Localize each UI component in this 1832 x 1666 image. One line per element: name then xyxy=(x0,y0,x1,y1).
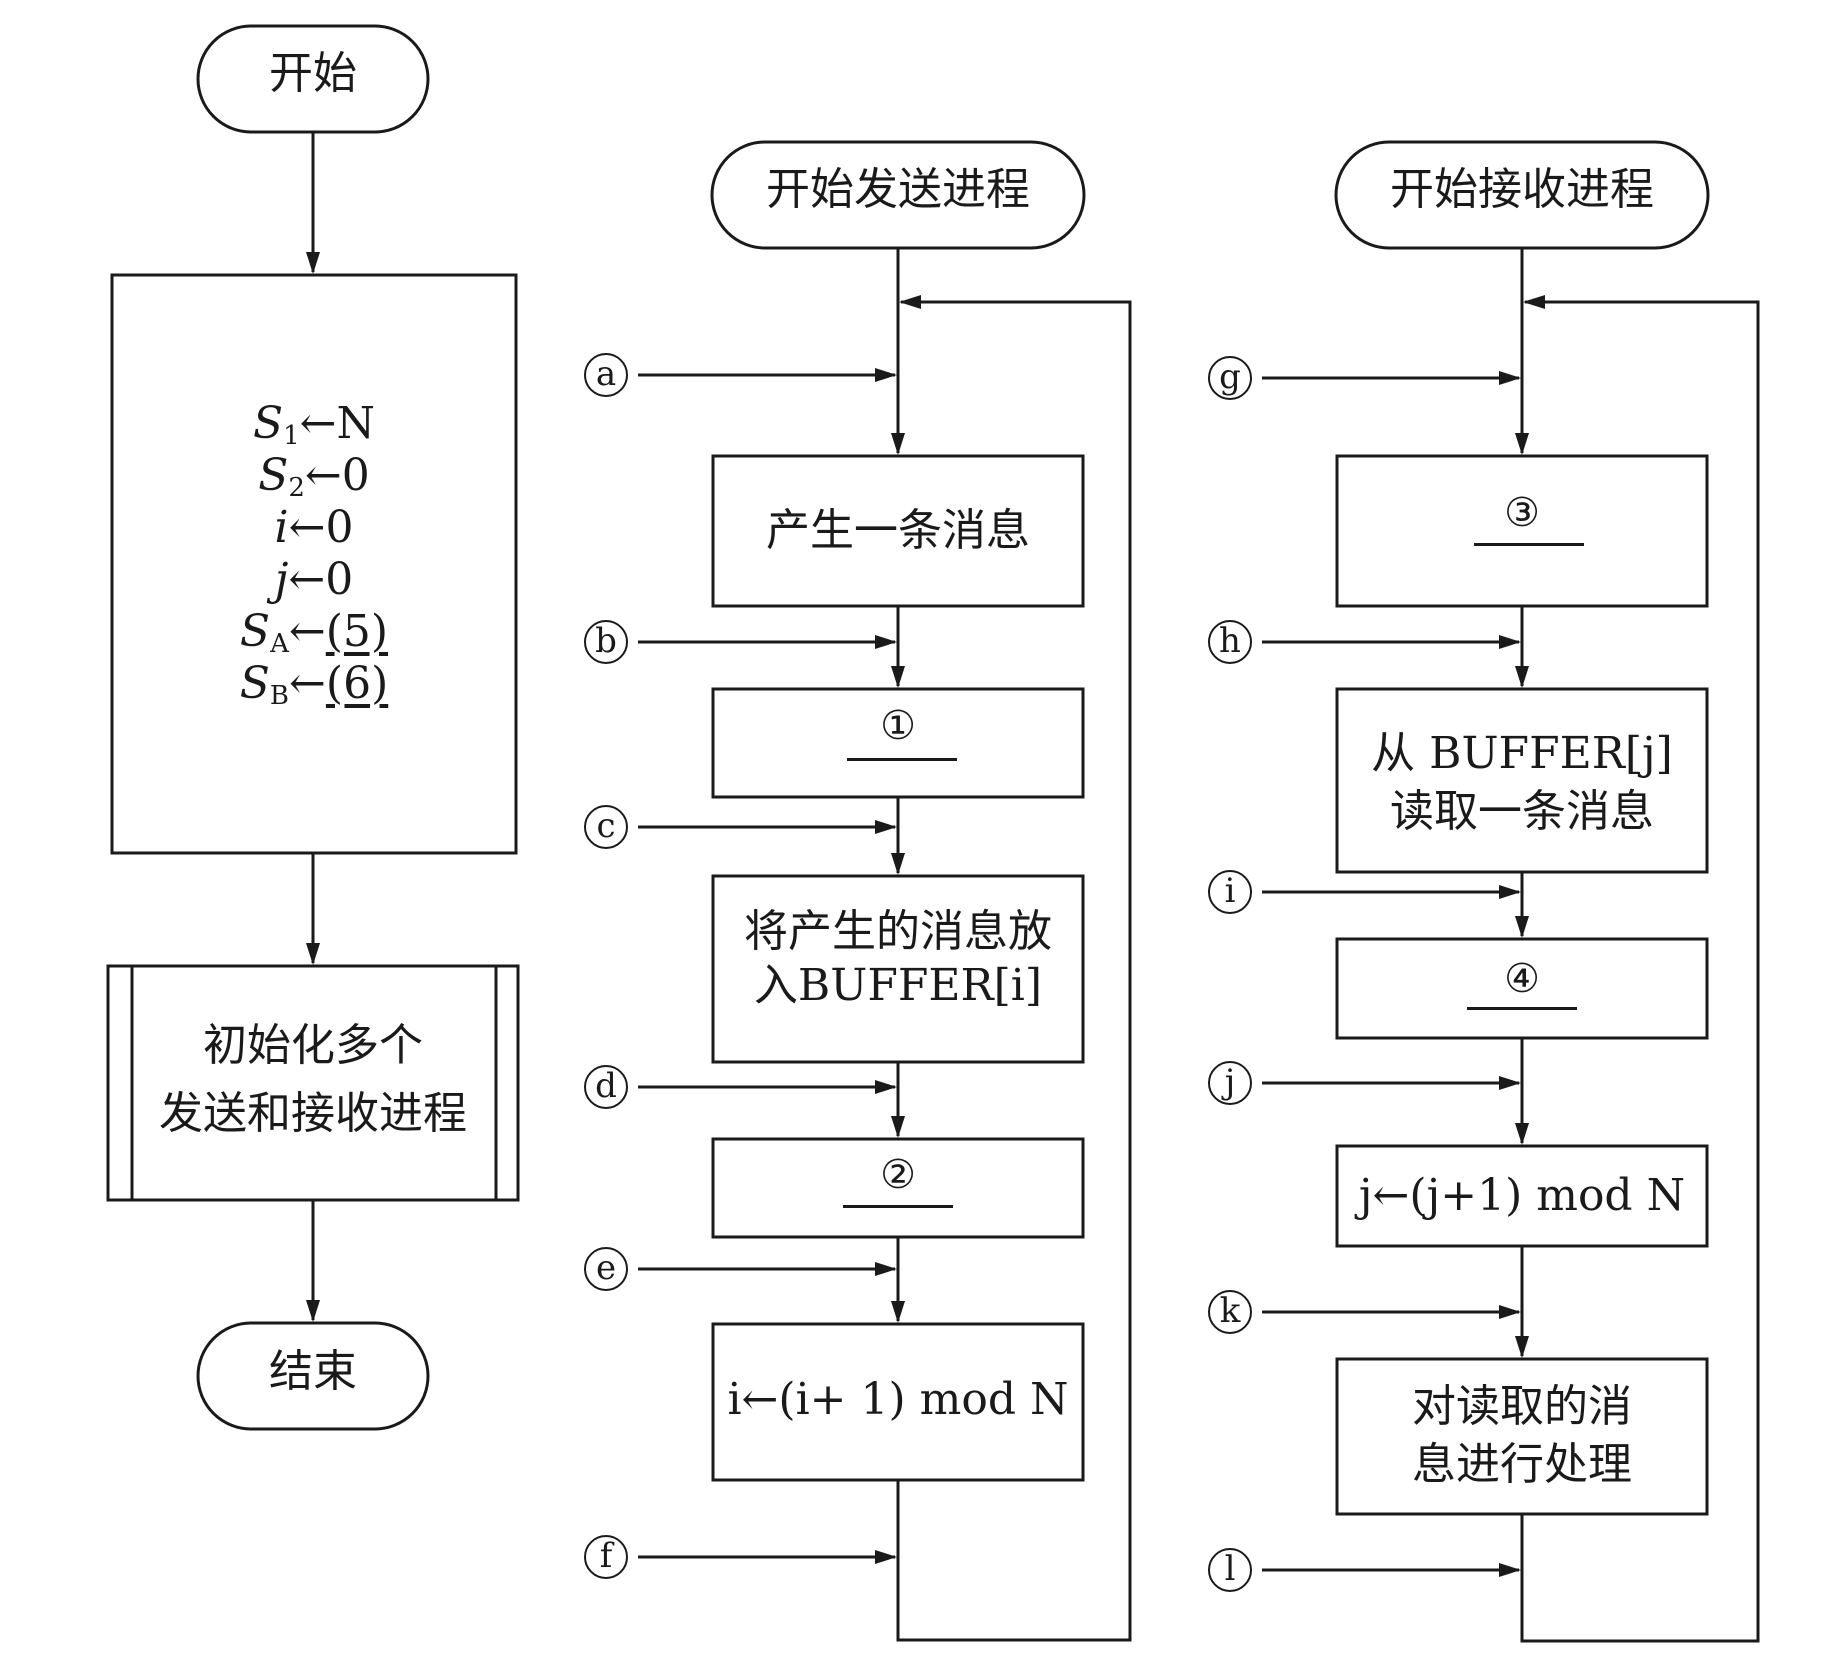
subprocess-label-line2: 发送和接收进程 xyxy=(159,1088,467,1139)
assign-arrow: ← xyxy=(299,398,337,449)
sender-box-1 xyxy=(711,454,1085,608)
init-var-name: S xyxy=(239,606,271,657)
init-var-row: S2←0 xyxy=(112,450,516,503)
sender-box-4 xyxy=(711,1137,1085,1239)
subprocess-box xyxy=(106,964,520,1202)
init-var-subscript: 1 xyxy=(283,421,300,451)
init-var-row: i←0 xyxy=(112,502,516,554)
receiver-step-process-line2: 息进行处理 xyxy=(1412,1439,1632,1490)
init-var-subscript: B xyxy=(269,681,290,711)
init-var-name: S xyxy=(252,398,284,449)
receiver-box-3 xyxy=(1335,937,1709,1040)
main-end-label: 结束 xyxy=(269,1346,357,1397)
marker-e: e xyxy=(584,1247,628,1291)
sender-box-3 xyxy=(711,874,1085,1064)
init-var-row: SB←(6) xyxy=(112,658,516,711)
marker-h: h xyxy=(1208,620,1252,664)
marker-f: f xyxy=(584,1535,628,1579)
marker-c: c xyxy=(584,805,628,849)
sender-blank-2-underline xyxy=(843,1205,953,1208)
receiver-box-1 xyxy=(1335,454,1709,608)
assign-arrow: ← xyxy=(288,606,326,657)
receiver-box-5 xyxy=(1335,1357,1709,1516)
assign-arrow: ← xyxy=(288,554,326,605)
init-var-subscript: 2 xyxy=(288,473,305,503)
init-var-subscript: A xyxy=(270,629,289,659)
receiver-box-2 xyxy=(1335,687,1709,874)
assign-arrow: ← xyxy=(289,658,326,709)
marker-k: k xyxy=(1208,1290,1252,1334)
init-var-row: j←0 xyxy=(112,554,516,606)
receiver-start-label: 开始接收进程 xyxy=(1390,164,1654,215)
receiver-blank-3: ③ xyxy=(1504,490,1540,536)
marker-a: a xyxy=(584,353,628,397)
sender-step-put-line2: 入BUFFER[i] xyxy=(753,960,1043,1011)
receiver-step-read-line1: 从 BUFFER[j] xyxy=(1371,728,1673,779)
init-var-value: N xyxy=(336,398,376,449)
sender-blank-2: ② xyxy=(880,1152,916,1198)
init-var-name: S xyxy=(258,450,289,501)
marker-d: d xyxy=(584,1065,628,1109)
marker-b: b xyxy=(584,620,628,664)
receiver-step-read-line2: 读取一条消息 xyxy=(1390,786,1654,837)
assign-arrow: ← xyxy=(304,450,342,501)
main-end-terminal xyxy=(196,1321,430,1431)
sender-step-increment: i←(i+ 1) mod N xyxy=(727,1374,1069,1425)
marker-g: g xyxy=(1208,356,1252,400)
sender-start-label: 开始发送进程 xyxy=(766,164,1030,215)
init-var-row: SA←(5) xyxy=(112,606,516,659)
init-var-row: S1←N xyxy=(112,398,516,451)
init-box xyxy=(110,273,518,855)
receiver-blank-4-underline xyxy=(1467,1007,1577,1010)
init-var-value: 0 xyxy=(341,450,370,501)
receiver-step-increment: j←(j+1) mod N xyxy=(1358,1170,1686,1221)
assign-arrow: ← xyxy=(288,502,326,553)
init-var-value: 0 xyxy=(325,554,354,605)
marker-l: l xyxy=(1208,1548,1252,1592)
receiver-blank-4: ④ xyxy=(1504,956,1540,1002)
receiver-step-process-line1: 对读取的消 xyxy=(1412,1381,1632,1432)
init-var-value: (6) xyxy=(325,658,389,709)
sender-blank-1-underline xyxy=(847,758,957,761)
subprocess-label-line1: 初始化多个 xyxy=(203,1020,423,1071)
init-var-value: 0 xyxy=(325,502,354,553)
sender-box-2 xyxy=(711,687,1085,799)
init-var-name: S xyxy=(239,658,270,709)
marker-j: j xyxy=(1208,1061,1252,1105)
sender-step-put-line1: 将产生的消息放 xyxy=(744,906,1052,957)
main-start-label: 开始 xyxy=(269,48,357,99)
init-var-name: i xyxy=(274,502,289,553)
receiver-loop-back xyxy=(1520,295,1760,1643)
sender-blank-1: ① xyxy=(880,703,916,749)
receiver-box-4 xyxy=(1335,1144,1709,1248)
marker-i: i xyxy=(1208,870,1252,914)
sender-box-5 xyxy=(711,1322,1085,1482)
receiver-blank-3-underline xyxy=(1474,543,1584,546)
init-var-name: j xyxy=(274,554,289,605)
sender-step-generate: 产生一条消息 xyxy=(766,505,1030,556)
init-var-value: (5) xyxy=(325,606,389,657)
sender-loop-back xyxy=(896,295,1132,1642)
